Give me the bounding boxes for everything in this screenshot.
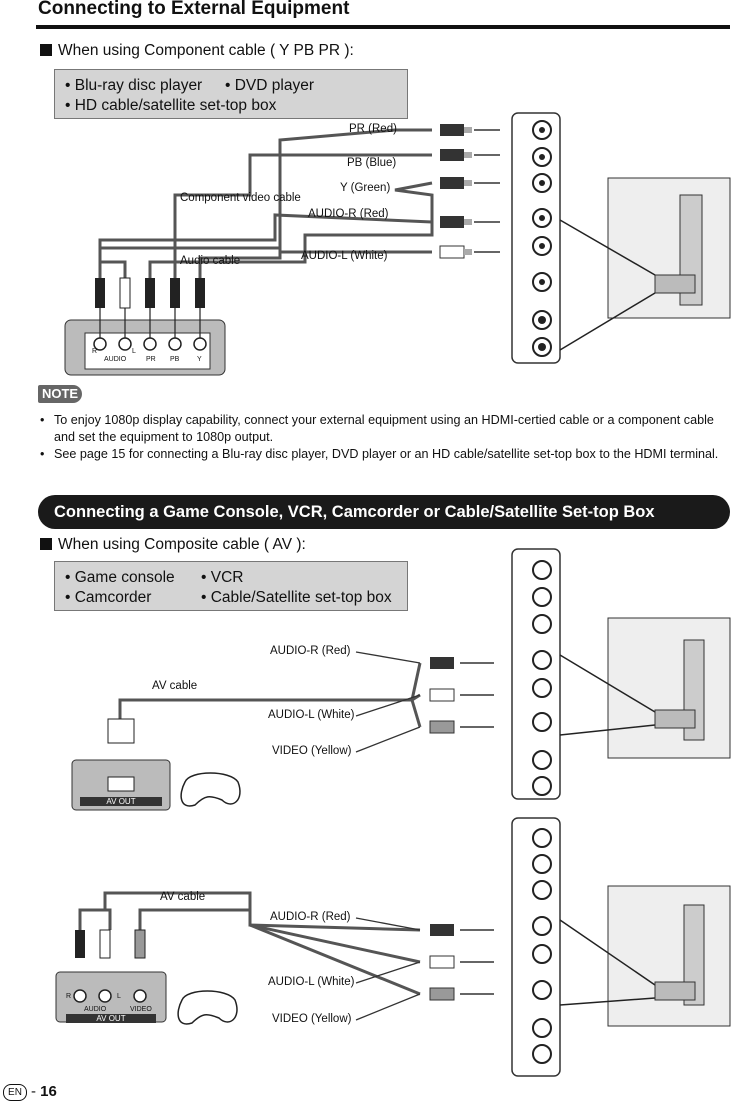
component-device-box: • Blu-ray disc player• DVD player • HD c… bbox=[54, 69, 408, 119]
av2-audio-r: AUDIO-R (Red) bbox=[270, 911, 351, 923]
label-audio-l: AUDIO-L (White) bbox=[301, 250, 388, 262]
av2-cable: AV cable bbox=[160, 891, 206, 903]
language-badge: EN bbox=[3, 1084, 27, 1101]
cam-jack-audio: AUDIO bbox=[84, 1006, 107, 1013]
label-audio-cable: Audio cable bbox=[180, 255, 241, 267]
label-pr: PR (Red) bbox=[349, 123, 397, 135]
av1-audio-l: AUDIO-L (White) bbox=[268, 709, 355, 721]
page-footer: EN- 16 bbox=[3, 1083, 57, 1101]
note-list: To enjoy 1080p display capability, conne… bbox=[38, 412, 730, 464]
cam-jack-l: L bbox=[117, 993, 121, 1000]
av1-av-out: AV OUT bbox=[80, 797, 162, 806]
label-component-cable: Component video cable bbox=[180, 192, 301, 204]
jack-label-y: Y bbox=[197, 356, 202, 363]
av-device-box: • Game console• VCR • Camcorder• Cable/S… bbox=[54, 561, 408, 611]
cam-jack-r: R bbox=[66, 993, 72, 1000]
component-heading: When using Component cable ( Y PB PR ): bbox=[40, 42, 354, 60]
label-audio-r: AUDIO-R (Red) bbox=[308, 208, 389, 220]
av-heading: When using Composite cable ( AV ): bbox=[40, 536, 306, 554]
jack-label-pr: PR bbox=[146, 356, 156, 363]
title-rule bbox=[36, 25, 730, 29]
av1-video: VIDEO (Yellow) bbox=[272, 745, 352, 757]
cam-jack-video: VIDEO bbox=[130, 1006, 152, 1013]
av1-cable: AV cable bbox=[152, 680, 198, 692]
label-pb: PB (Blue) bbox=[347, 157, 397, 169]
page-number: 16 bbox=[40, 1083, 57, 1100]
page-title: Connecting to External Equipment bbox=[38, 0, 350, 19]
jack-label-r: R bbox=[92, 348, 98, 355]
jack-label-pb: PB bbox=[170, 356, 180, 363]
label-y: Y (Green) bbox=[340, 182, 391, 194]
note-item: See page 15 for connecting a Blu-ray dis… bbox=[38, 446, 730, 463]
av2-video: VIDEO (Yellow) bbox=[272, 1013, 352, 1025]
note-item: To enjoy 1080p display capability, conne… bbox=[38, 412, 730, 445]
av2-audio-l: AUDIO-L (White) bbox=[268, 976, 355, 988]
square-bullet-icon bbox=[40, 44, 52, 56]
section-banner: Connecting a Game Console, VCR, Camcorde… bbox=[38, 495, 730, 529]
cam-av-out: AV OUT bbox=[66, 1014, 156, 1023]
square-bullet-icon bbox=[40, 538, 52, 550]
jack-label-audio: AUDIO bbox=[104, 356, 127, 363]
note-badge: NOTE bbox=[38, 385, 82, 403]
jack-label-l: L bbox=[132, 348, 136, 355]
av1-audio-r: AUDIO-R (Red) bbox=[270, 645, 351, 657]
